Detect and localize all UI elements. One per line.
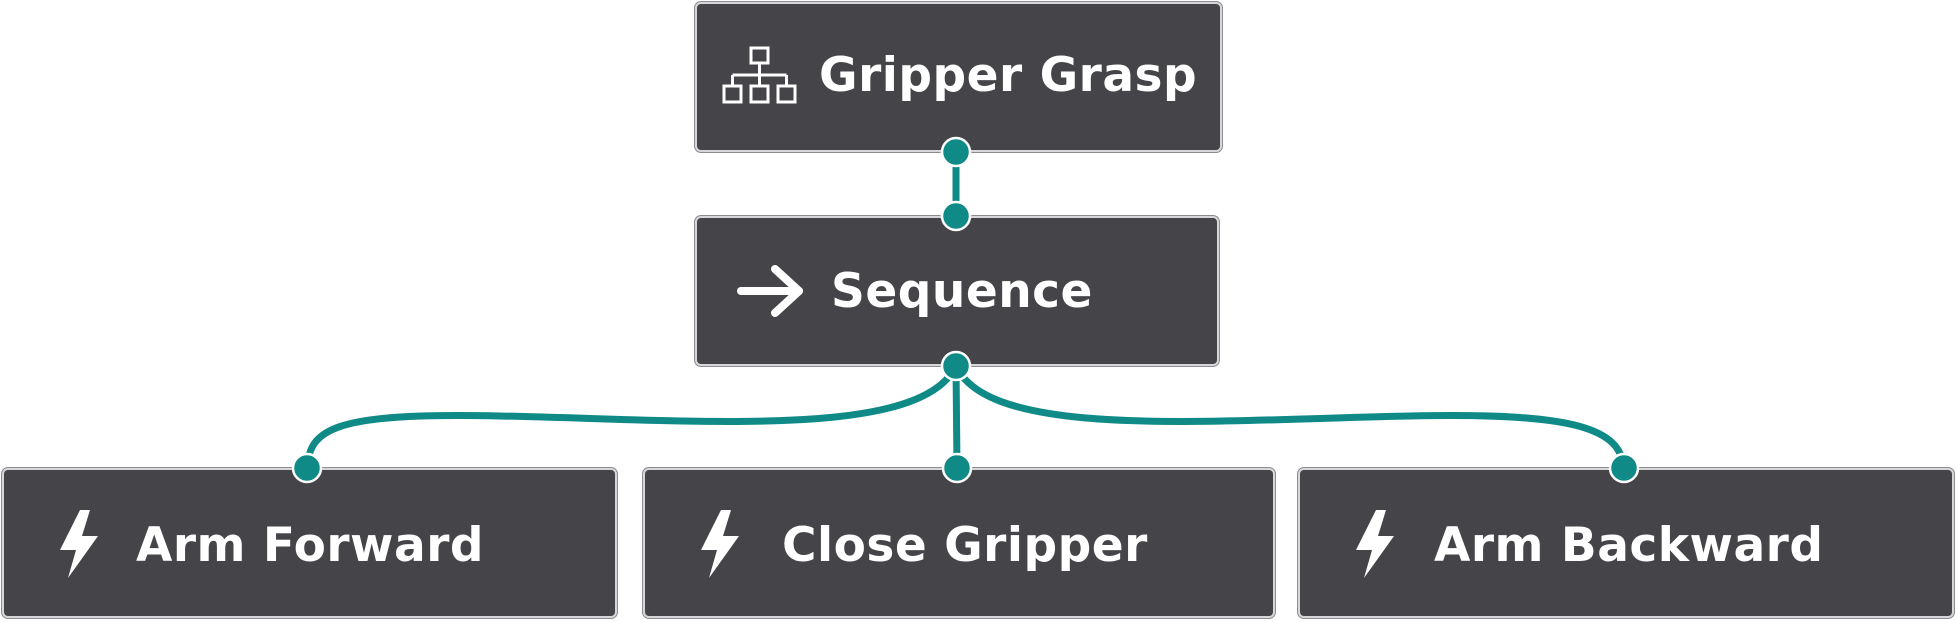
port-arm-forward-in[interactable] xyxy=(291,452,323,484)
port-root-out[interactable] xyxy=(940,136,972,168)
arrow-right-icon xyxy=(737,265,803,317)
node-label: Sequence xyxy=(831,264,1093,319)
node-gripper-grasp[interactable]: Gripper Grasp xyxy=(695,2,1222,152)
lightning-bolt-icon xyxy=(1356,510,1394,578)
node-label: Arm Forward xyxy=(136,518,485,573)
lightning-bolt-icon xyxy=(60,510,98,578)
node-label: Arm Backward xyxy=(1434,518,1824,573)
lightning-bolt-icon xyxy=(701,510,739,578)
node-label: Gripper Grasp xyxy=(819,48,1198,103)
port-close-gripper-in[interactable] xyxy=(941,452,973,484)
node-arm-forward[interactable]: Arm Forward xyxy=(2,468,617,618)
tree-hierarchy-icon xyxy=(722,46,797,104)
node-label: Close Gripper xyxy=(782,518,1148,573)
node-arm-backward[interactable]: Arm Backward xyxy=(1298,468,1954,618)
port-sequence-out[interactable] xyxy=(940,350,972,382)
port-arm-backward-in[interactable] xyxy=(1608,452,1640,484)
port-sequence-in[interactable] xyxy=(940,200,972,232)
